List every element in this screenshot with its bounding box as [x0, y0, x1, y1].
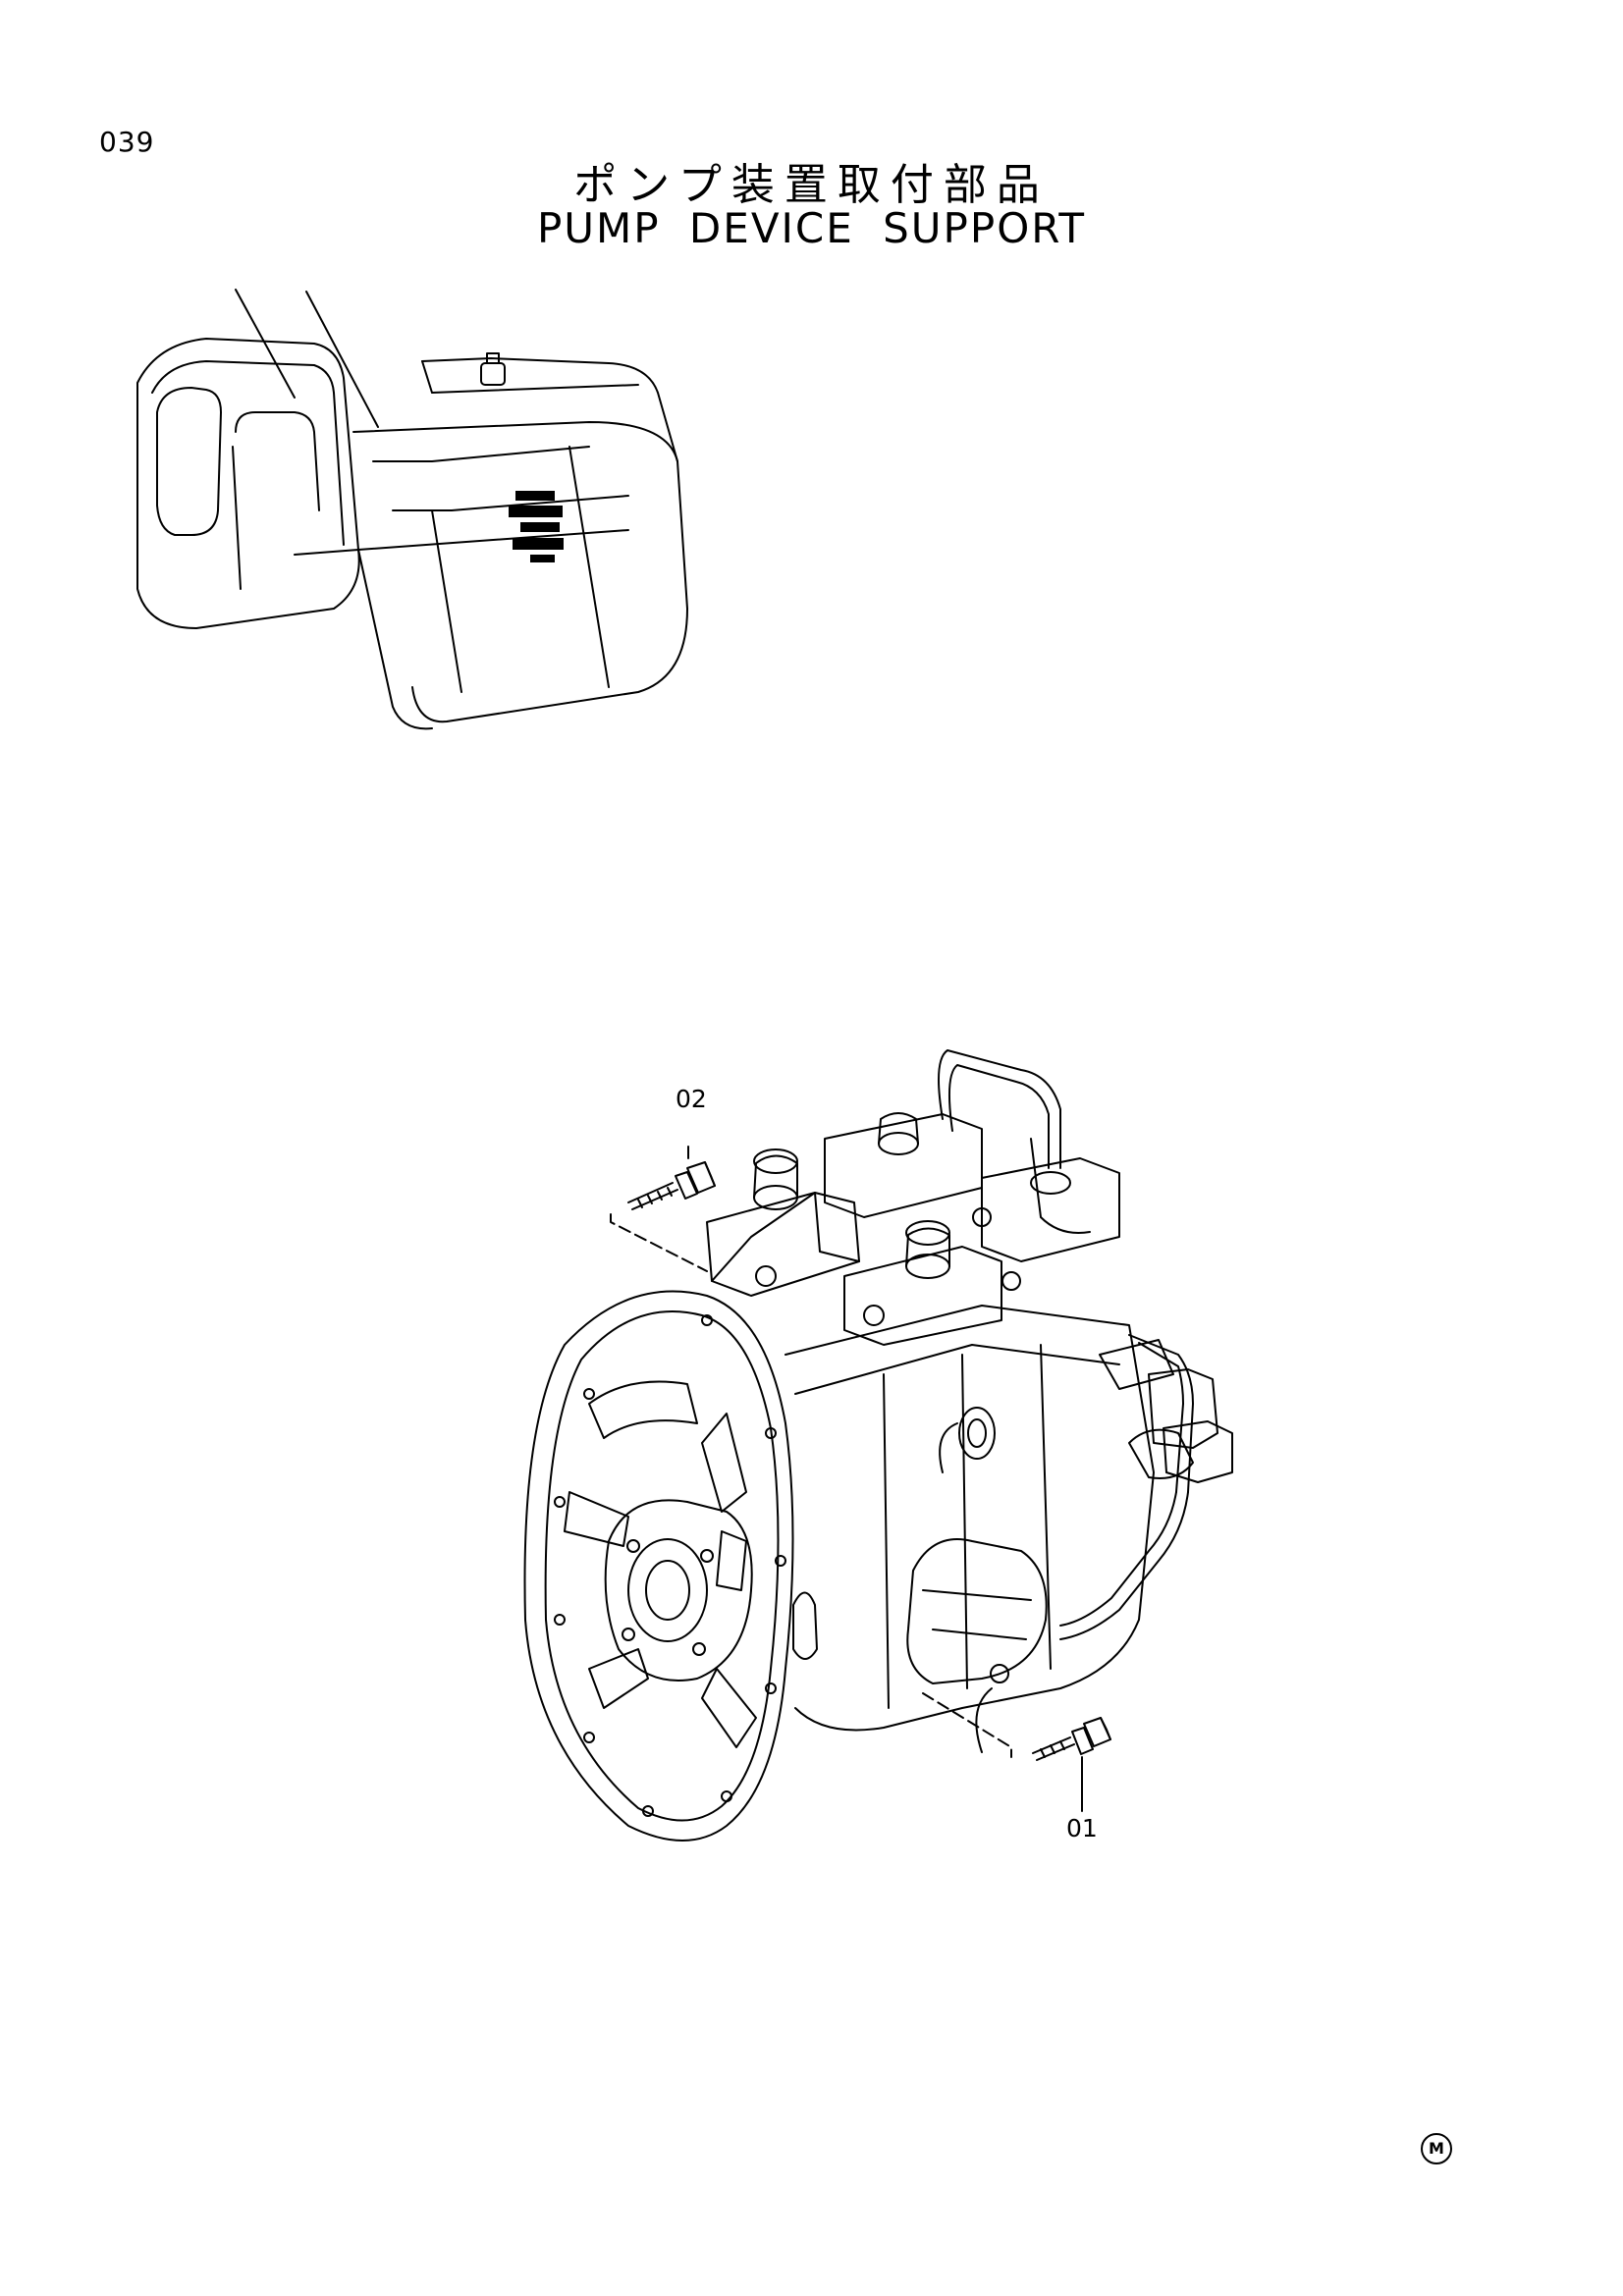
title-japanese: ポンプ装置取付部品 [573, 160, 1050, 210]
title-english: PUMP DEVICE SUPPORT [536, 204, 1087, 252]
callout-01: 01 [1066, 1814, 1098, 1842]
pump-assembly [523, 1049, 1233, 1842]
manufacturer-mark: M [1421, 2133, 1452, 2164]
callout-02: 02 [676, 1085, 707, 1113]
bolt-01 [922, 1692, 1111, 1812]
pump-location-highlight [509, 491, 564, 562]
bolt-02 [610, 1146, 716, 1272]
housing-bolt-holes [554, 1314, 786, 1817]
machine-overview [136, 289, 688, 730]
page-number: 039 [99, 126, 155, 158]
